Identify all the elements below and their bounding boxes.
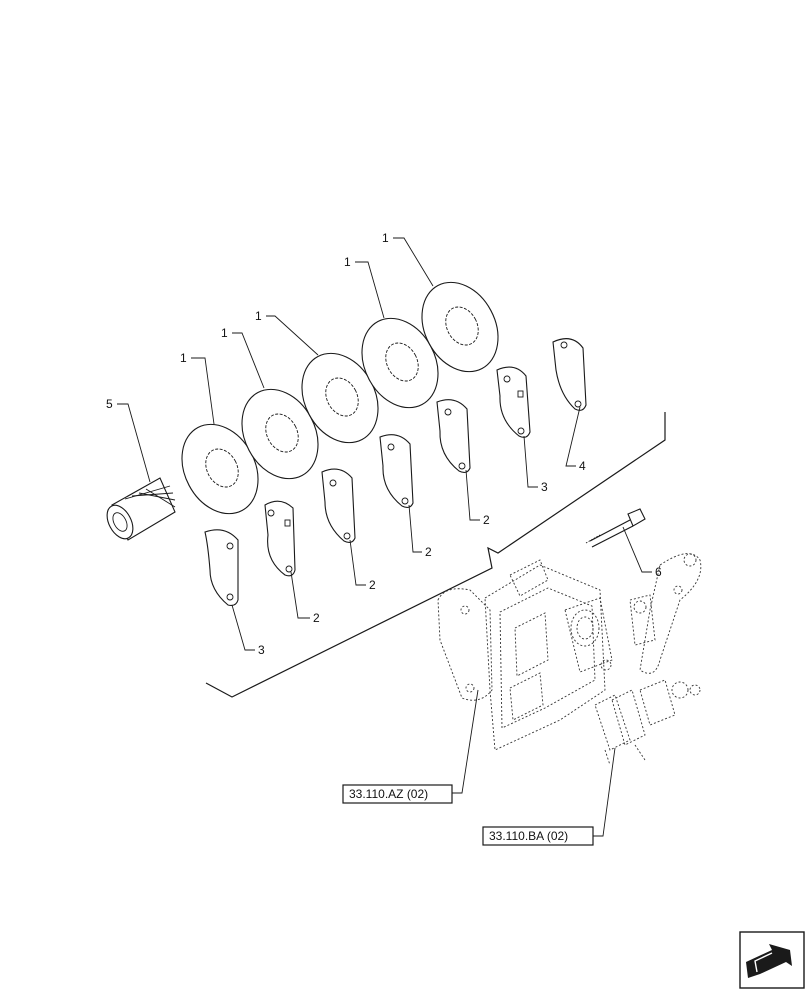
- ref-label-housing: 33.110.AZ (02): [349, 787, 428, 801]
- plate-3-left: [204, 529, 239, 606]
- bolt: [585, 508, 646, 548]
- next-page-arrow-icon[interactable]: [739, 931, 805, 989]
- plate-2b: [321, 468, 356, 544]
- plate-2d: [436, 399, 471, 474]
- ref-label-lever: 33.110.BA (02): [489, 829, 568, 843]
- transmission-housing: [437, 559, 613, 751]
- friction-disc-5: [421, 281, 499, 373]
- leader-lines: [117, 237, 652, 837]
- callout-3-b: 3: [541, 480, 548, 494]
- callout-5: 5: [106, 397, 113, 411]
- plate-2a: [264, 500, 296, 577]
- callout-2-c: 2: [425, 545, 432, 559]
- ref-box-lever[interactable]: 33.110.BA (02): [482, 826, 594, 846]
- brake-lever-assembly: [594, 553, 702, 766]
- callout-2-b: 2: [369, 578, 376, 592]
- callout-2-a: 2: [313, 611, 320, 625]
- callout-1-a: 1: [180, 351, 187, 365]
- callout-1-b: 1: [221, 326, 228, 340]
- friction-disc-3: [301, 352, 379, 444]
- ref-box-housing[interactable]: 33.110.AZ (02): [342, 784, 453, 804]
- plate-2c: [379, 434, 414, 509]
- callout-4: 4: [579, 459, 586, 473]
- splined-hub: [106, 477, 176, 541]
- plate-3-right: [496, 366, 531, 438]
- friction-disc-2: [241, 388, 319, 480]
- callout-1-d: 1: [344, 255, 351, 269]
- callout-1-e: 1: [382, 231, 389, 245]
- callout-2-d: 2: [483, 513, 490, 527]
- section-boundary-line: [205, 412, 666, 698]
- callout-6: 6: [655, 565, 662, 579]
- plate-4: [552, 338, 587, 411]
- callout-1-c: 1: [255, 309, 262, 323]
- callout-3-a: 3: [258, 643, 265, 657]
